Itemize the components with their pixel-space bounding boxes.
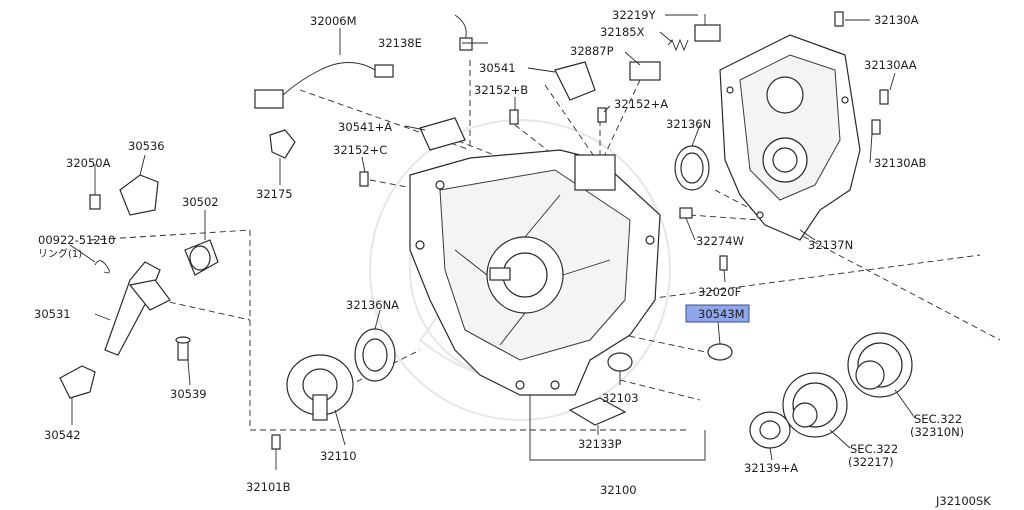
label-32133P: 32133P [578,437,622,451]
label-sec322-32217-sub: (32217) [848,455,894,469]
bolt-32101B [271,434,281,470]
oil-seal-32136N [674,124,710,191]
label-32185X: 32185X [600,25,645,39]
oil-seal-32136NA [354,309,396,382]
label-sec322-32310N: SEC.322 [914,412,962,426]
plate-30541A [419,117,466,151]
label-32219Y: 32219Y [612,8,657,22]
pin-32020F [719,255,728,271]
part-32887P [629,61,661,81]
label-30543M[interactable]: 30543M [698,307,745,321]
part-labels: 32006M 32138E 32219Y 32185X 32887P 32130… [34,8,991,508]
label-sec322-32217: SEC.322 [850,442,898,456]
label-32274W: 32274W [696,234,744,248]
ring-00922 [69,244,110,274]
label-32887P: 32887P [570,44,614,58]
clip-32175 [269,129,296,185]
flange-32110 [286,354,354,446]
cable-32138E [454,14,473,51]
diagram-code: J32100SK [935,494,991,508]
label-32006M: 32006M [310,14,357,28]
label-32136N: 32136N [666,117,711,131]
label-32050A: 32050A [66,156,111,170]
boot-30542 [59,365,96,425]
label-32100: 32100 [600,483,637,497]
label-32130AA: 32130AA [864,58,917,72]
bolt-32152B [509,109,519,125]
switch-32219Y [694,14,721,42]
label-00922-51210: 00922-51210 [38,233,115,247]
label-32138E: 32138E [378,36,422,50]
bracket-30536 [119,154,159,216]
label-30541: 30541 [479,61,516,75]
label-32152A: 32152+A [614,97,668,111]
label-30541A: 30541+A [338,120,392,134]
highlight-30543M [685,304,750,323]
label-00922-ring: リング(1) [38,247,82,260]
plate-30541 [554,61,596,101]
sensor-harness-32006M [254,28,394,109]
bolt-32130AA [879,89,889,105]
label-leaders [94,14,896,461]
label-32136NA: 32136NA [346,298,399,312]
plug-32103 [607,352,633,385]
label-32152B: 32152+B [474,83,528,97]
label-32101B: 32101B [246,480,291,494]
label-30542: 30542 [44,428,81,442]
gear-32310N [847,332,916,419]
label-32130AB: 32130AB [874,156,926,170]
bracket-32133P [568,397,627,435]
bearing-30502 [184,210,219,276]
dowel-32274W [679,207,693,219]
gear-32217 [782,372,851,449]
label-32110: 32110 [320,449,357,463]
label-30502: 30502 [182,195,219,209]
label-30536: 30536 [128,139,165,153]
release-fork-30531 [94,261,171,356]
bolt-32050A [89,180,101,210]
spring-32185X [667,38,689,52]
pin-30539 [175,336,191,386]
label-32103: 32103 [602,391,639,405]
label-32130A: 32130A [874,13,919,27]
bolt-32152A [597,107,607,123]
label-32152C: 32152+C [333,143,387,157]
part-30543M-body [707,343,733,361]
bolt-32130A [834,11,844,27]
label-32175: 32175 [256,187,293,201]
gasket-32139A [749,411,791,461]
label-32139A: 32139+A [744,461,798,475]
bolt-32130AB [871,119,881,135]
label-30531: 30531 [34,307,71,321]
rear-housing-32137N [719,34,861,241]
transmission-case-32100 [409,149,661,396]
bolt-32152C [359,171,369,187]
label-32020F: 32020F [698,285,741,299]
label-32137N: 32137N [808,238,853,252]
label-30539: 30539 [170,387,207,401]
label-sec322-32310N-sub: (32310N) [910,425,964,439]
